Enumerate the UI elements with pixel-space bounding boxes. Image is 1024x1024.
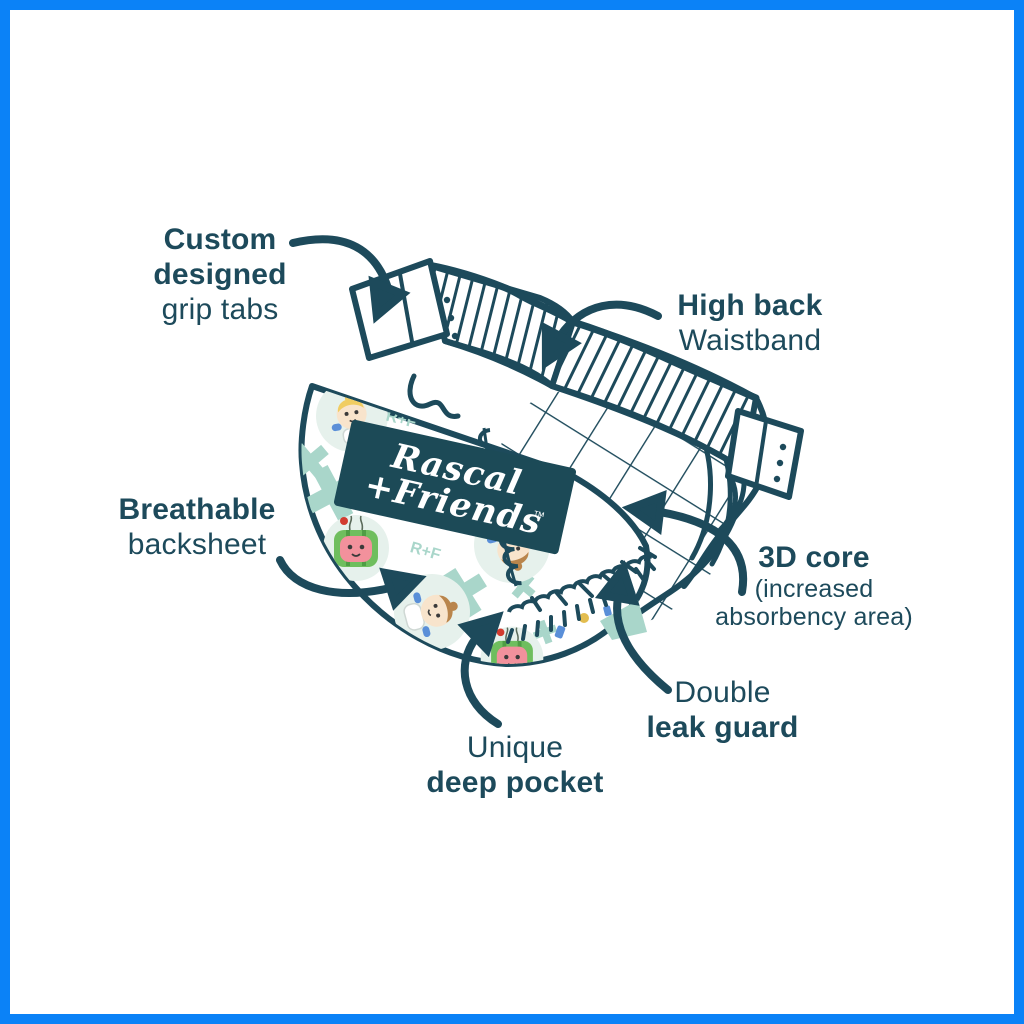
callout-breathable: Breathable backsheet <box>67 492 327 562</box>
callout-breathable-line1: Breathable <box>118 493 276 526</box>
arrow-breathable <box>276 556 423 603</box>
callout-high-back-line2: Waistband <box>678 324 822 357</box>
callout-grip-tabs-line3: grip tabs <box>161 293 279 326</box>
callout-grip-tabs-line1: Custom <box>163 223 277 256</box>
callout-core-line3: absorbency area) <box>715 603 913 631</box>
arrow-high-back <box>532 300 662 370</box>
callout-deep-pocket: Unique deep pocket <box>390 730 640 800</box>
arrow-leak-guard <box>602 566 672 694</box>
callout-arrows <box>276 235 748 728</box>
callout-core-line2: (increased <box>754 575 874 603</box>
callout-deep-pocket-line2: deep pocket <box>426 766 604 799</box>
arrow-grip-tabs <box>289 235 403 322</box>
callout-breathable-line2: backsheet <box>127 528 267 561</box>
callout-high-back: High back Waistband <box>620 288 880 358</box>
arrow-deep-pocket <box>460 606 509 728</box>
callout-leak-guard-line1: Double <box>674 676 771 709</box>
arrow-core <box>628 492 748 596</box>
callout-high-back-line1: High back <box>677 289 823 322</box>
melon-character <box>321 513 391 583</box>
callout-leak-guard-line2: leak guard <box>646 711 799 744</box>
brand-trademark: ™ <box>531 508 546 524</box>
callout-deep-pocket-line1: Unique <box>466 731 564 764</box>
callout-grip-tabs: Custom designed grip tabs <box>90 222 350 327</box>
pocket-inner-print <box>600 600 647 640</box>
right-grip-tab <box>717 408 804 533</box>
waistband <box>424 261 760 472</box>
callout-grip-tabs-line2: designed <box>153 258 287 291</box>
callout-leak-guard: Double leak guard <box>600 675 845 745</box>
callout-core: 3D core (increased absorbency area) <box>688 540 940 631</box>
callout-core-line1: 3D core <box>758 541 870 574</box>
